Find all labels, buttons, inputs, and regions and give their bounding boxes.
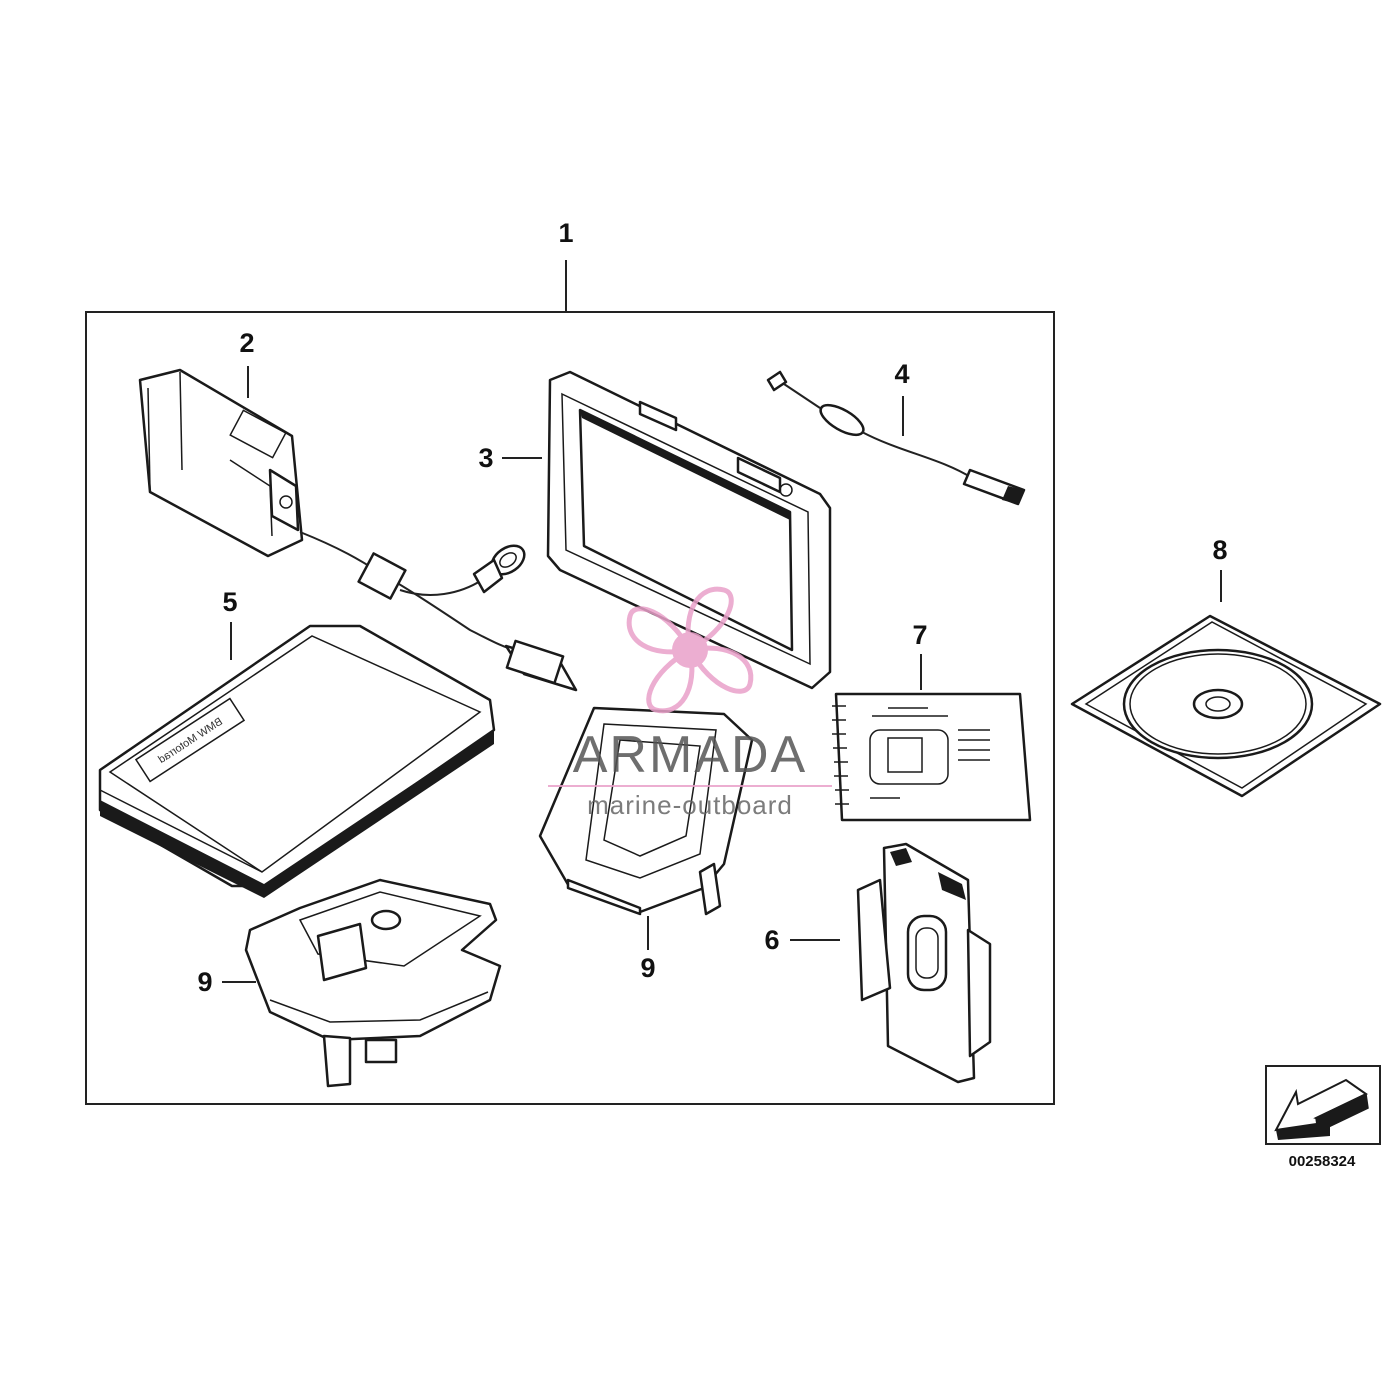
callout-7-number: 7 bbox=[912, 620, 927, 650]
callout-6-number: 6 bbox=[764, 925, 779, 955]
reference-number: 00258324 bbox=[1289, 1153, 1356, 1170]
part-7-manual-booklet[interactable]: 7 bbox=[832, 620, 1032, 822]
callout-9-lower-number: 9 bbox=[197, 967, 212, 997]
part-2-mount-cradle[interactable]: 2 bbox=[138, 328, 578, 692]
part-6-holder-plate[interactable]: 6 bbox=[764, 842, 992, 1084]
part-9-base-mount-lower[interactable]: 9 bbox=[197, 878, 502, 1088]
part-4-usb-cable[interactable]: 4 bbox=[766, 359, 1026, 506]
callout-5-number: 5 bbox=[222, 587, 237, 617]
callout-3-number: 3 bbox=[478, 443, 493, 473]
callout-2-number: 2 bbox=[239, 328, 254, 358]
propeller-logo-icon bbox=[626, 586, 754, 714]
callout-9-upper-number: 9 bbox=[640, 953, 655, 983]
watermark-name: ARMADA bbox=[573, 726, 807, 784]
callout-1-number: 1 bbox=[558, 218, 573, 248]
arrow-reference-icon bbox=[1274, 1078, 1369, 1140]
callout-8-number: 8 bbox=[1212, 535, 1227, 565]
booklet-spiral bbox=[832, 705, 849, 805]
reference-marker: 00258324 bbox=[1265, 1065, 1381, 1170]
part-5-carry-case[interactable]: BMW Motorrad 5 bbox=[98, 587, 496, 898]
callout-4-number: 4 bbox=[894, 359, 909, 389]
watermark: ARMADA marine-outboard bbox=[548, 586, 832, 820]
watermark-tagline: marine-outboard bbox=[587, 790, 793, 820]
assembly-frame bbox=[85, 311, 1055, 1105]
callout-1[interactable]: 1 bbox=[558, 218, 574, 312]
part-9-cradle-mount-upper[interactable]: 9 bbox=[538, 706, 754, 983]
part-8-software-cd[interactable]: 8 bbox=[1070, 535, 1382, 798]
part-3-navigation-device[interactable]: 3 bbox=[478, 370, 832, 690]
